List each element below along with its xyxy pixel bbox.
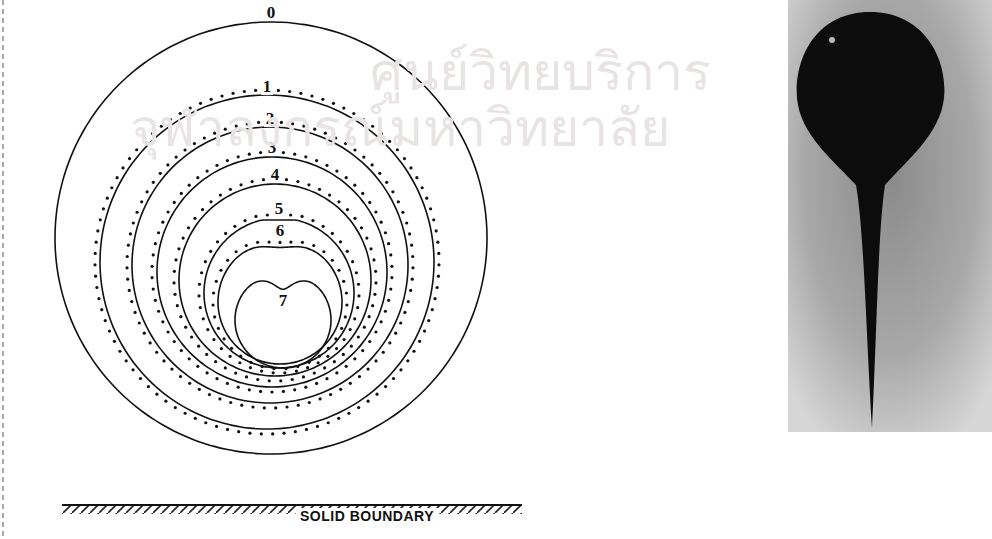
contour-number: 1 <box>261 78 274 95</box>
watermark: จุฬาลงกรณ์มหาวิทยาลัย <box>130 102 670 154</box>
boundary-hatch <box>62 505 522 514</box>
contour-number: 5 <box>273 200 286 217</box>
edge-mark <box>3 0 4 539</box>
contour-number: 7 <box>277 292 290 309</box>
measured-points <box>211 240 348 370</box>
bubble-contour <box>157 157 387 387</box>
bubble-contour <box>132 127 408 403</box>
contour-number: 0 <box>265 4 278 21</box>
bubble-photo <box>788 0 992 432</box>
measured-points <box>197 213 360 374</box>
measured-points <box>172 177 377 382</box>
measured-points <box>151 150 394 393</box>
bubble-contour <box>235 281 331 368</box>
contour-number: 4 <box>269 166 282 183</box>
boundary-line <box>62 504 522 506</box>
measured-points <box>125 120 414 409</box>
watermark: ศูนย์วิทยบริการ <box>370 46 711 98</box>
bubble-contour <box>204 220 354 368</box>
bubble-contour <box>179 184 371 376</box>
boundary-label: SOLID BOUNDARY <box>296 508 438 524</box>
contour-number: 6 <box>274 222 287 239</box>
